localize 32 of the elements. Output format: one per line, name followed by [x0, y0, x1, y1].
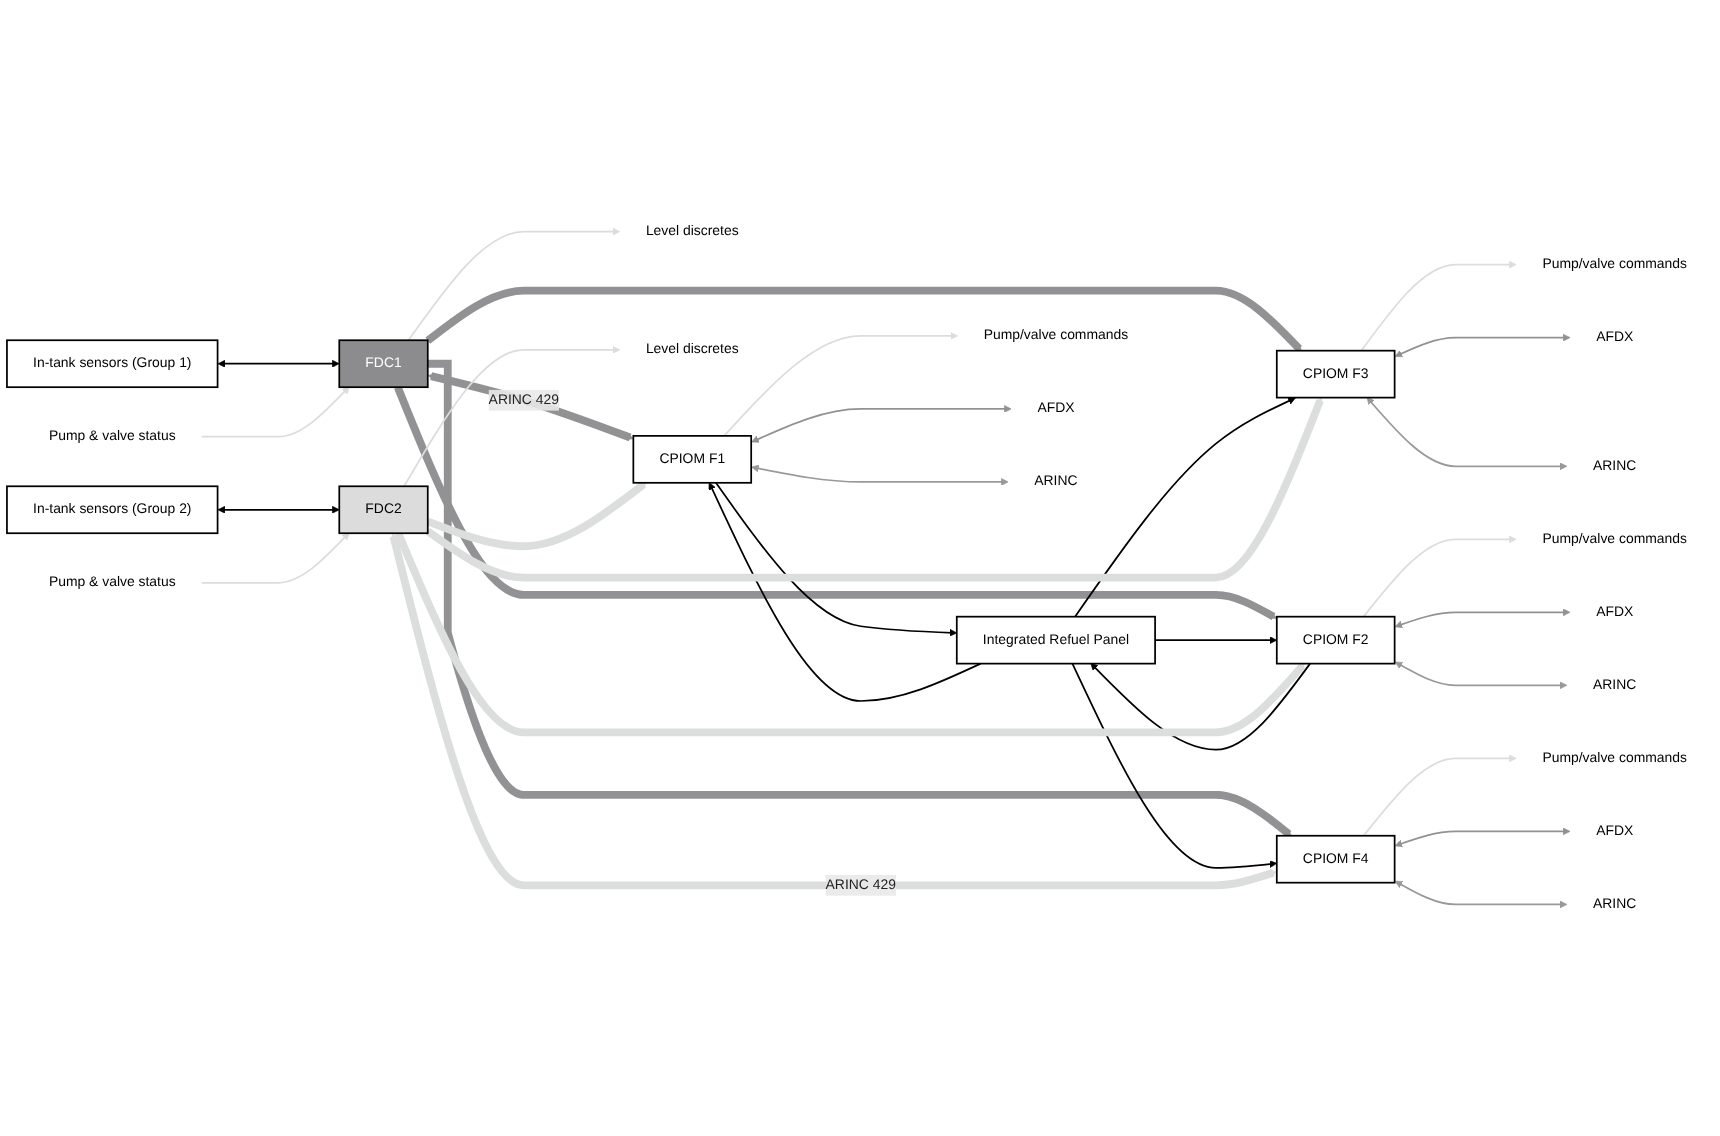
arrow	[425, 286, 1302, 352]
arrow	[1394, 827, 1571, 848]
arrow	[723, 332, 958, 437]
arrow	[389, 533, 1278, 890]
arrow	[1362, 754, 1517, 837]
arrow	[1394, 608, 1571, 629]
arrow	[708, 482, 982, 702]
arrow	[715, 481, 958, 637]
arrow	[1154, 636, 1278, 644]
arrow	[407, 227, 621, 342]
arrow	[1394, 333, 1571, 358]
arrow	[427, 359, 1293, 838]
arrow	[1074, 397, 1296, 618]
arrow	[751, 464, 1009, 486]
arrow	[1071, 662, 1278, 869]
arrow	[394, 385, 1277, 621]
arrow	[217, 505, 340, 514]
arrow	[1360, 260, 1517, 352]
arrow	[1090, 662, 1311, 751]
arrow	[751, 405, 1012, 443]
arrow	[425, 397, 1324, 582]
arrow	[217, 359, 340, 368]
arrow	[200, 532, 350, 584]
arrow	[394, 531, 1306, 737]
arrow	[403, 346, 621, 488]
arrow	[200, 386, 350, 438]
arrow	[426, 481, 647, 551]
arrow	[1366, 397, 1568, 471]
arrow	[427, 372, 634, 442]
arrow	[1362, 535, 1517, 618]
arrow	[1394, 661, 1568, 690]
arrow	[1394, 880, 1568, 909]
